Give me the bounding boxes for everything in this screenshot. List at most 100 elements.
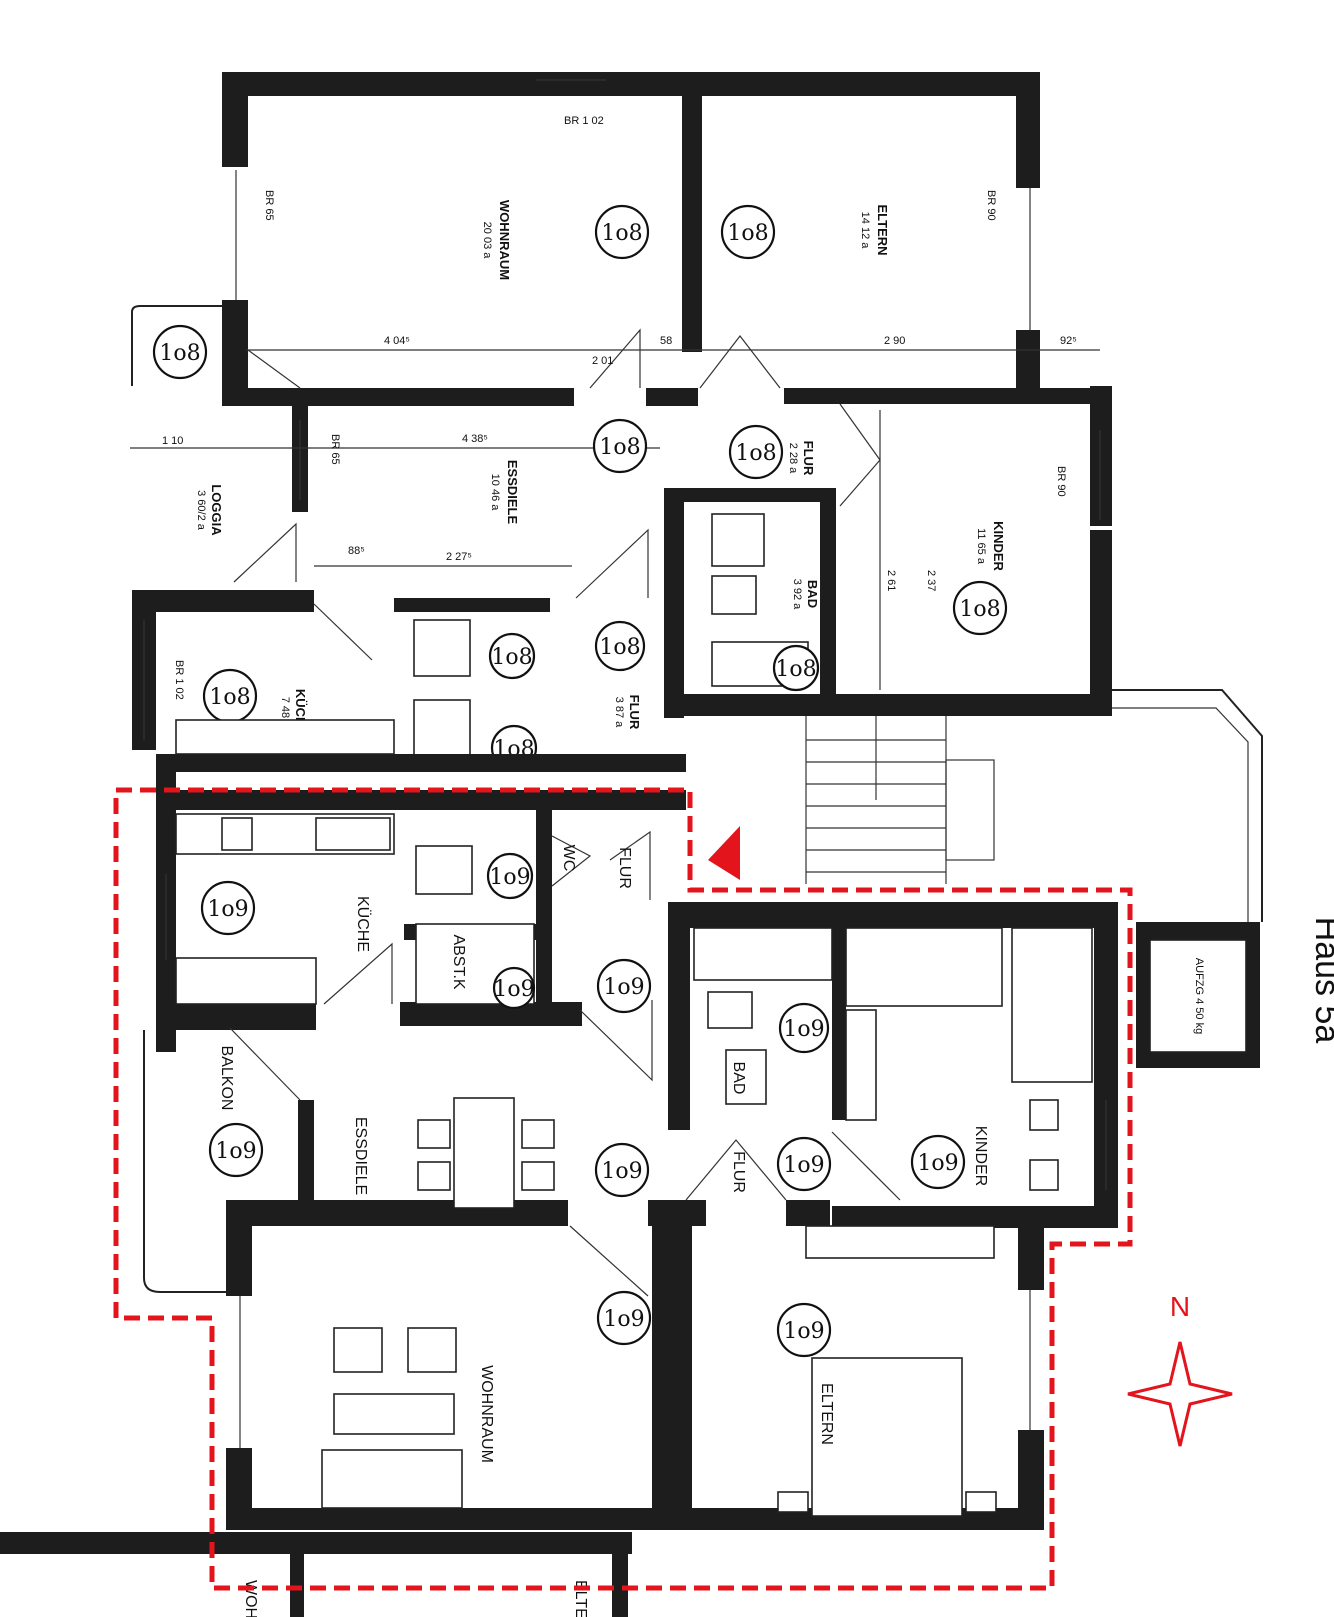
dimension-label: 4 38⁵ bbox=[462, 433, 488, 445]
unit-number-badge: 1o9 bbox=[596, 1290, 652, 1346]
nightstand bbox=[965, 1491, 997, 1513]
room-label: KÜCHE bbox=[354, 896, 372, 952]
room-area: 10 46 a bbox=[489, 474, 501, 512]
apartment-outline bbox=[113, 787, 1133, 1591]
room-label: FLUR bbox=[801, 441, 816, 476]
bath-fixture bbox=[725, 1049, 767, 1105]
window-label: BR 1 02 bbox=[173, 660, 185, 700]
unit-number-badge: 1o9 bbox=[200, 880, 256, 936]
basin bbox=[711, 575, 757, 615]
unit-number-badge: 1o8 bbox=[952, 580, 1008, 636]
bed bbox=[1011, 927, 1093, 1083]
unit-number-badge: 1o9 bbox=[208, 1122, 264, 1178]
room-label: BAD bbox=[730, 1062, 747, 1095]
window-label: BR 90 bbox=[1055, 466, 1067, 497]
door-swing bbox=[589, 328, 641, 389]
unit-number-badge: 1o8 bbox=[592, 418, 648, 474]
wall bbox=[222, 300, 248, 392]
dimension-label: 2 90 bbox=[884, 335, 905, 347]
abst-cabinet bbox=[415, 923, 535, 1005]
room-label: WC bbox=[560, 845, 577, 872]
unit-number-badge: 1o8 bbox=[720, 204, 776, 260]
room-label: WOHNRAUM bbox=[478, 1365, 495, 1463]
door-swing bbox=[323, 942, 393, 1005]
wc-upper bbox=[413, 619, 471, 677]
double-bed bbox=[811, 1357, 963, 1517]
door-swing bbox=[839, 403, 881, 507]
bathtub bbox=[711, 513, 765, 567]
wall bbox=[222, 72, 1040, 96]
stair-rail bbox=[1112, 707, 1249, 922]
wall bbox=[664, 694, 1112, 716]
unit-number-badge: 1o9 bbox=[492, 966, 536, 1010]
wc bbox=[415, 845, 473, 895]
wall bbox=[222, 388, 574, 406]
wall bbox=[1018, 1206, 1044, 1290]
svg-text:1o9: 1o9 bbox=[493, 977, 534, 1002]
armchair bbox=[333, 1327, 383, 1373]
sofa bbox=[321, 1449, 463, 1509]
dimension-label: 4 04⁵ bbox=[384, 335, 410, 347]
dimension-label: 1 10 bbox=[162, 435, 183, 447]
wall bbox=[832, 920, 846, 1120]
wall bbox=[536, 808, 552, 1026]
chair bbox=[417, 1161, 451, 1191]
wall bbox=[298, 1100, 314, 1200]
stair-rail bbox=[1112, 689, 1263, 922]
wall bbox=[682, 92, 702, 352]
unit-number-badge: 1o9 bbox=[776, 1136, 832, 1192]
svg-text:1o9: 1o9 bbox=[603, 1307, 644, 1332]
chair bbox=[1029, 1099, 1059, 1131]
door-swing bbox=[551, 835, 592, 887]
unit-number-badge: 1o8 bbox=[594, 204, 650, 260]
dimension-label: 92⁵ bbox=[1060, 335, 1077, 347]
wall bbox=[226, 1200, 568, 1226]
kitchen-counter bbox=[175, 719, 395, 755]
lower-unit: KÜCHE WC FLUR ABST.K BAD BALKON ESSDIELE… bbox=[0, 719, 1118, 1617]
chair bbox=[417, 1119, 451, 1149]
unit-number-badge: 1o9 bbox=[594, 1142, 650, 1198]
wall bbox=[1016, 72, 1040, 188]
door-swing bbox=[569, 1225, 649, 1297]
window-label: BR 65 bbox=[329, 434, 341, 465]
door-swing bbox=[247, 349, 301, 389]
unit-number-badge: 1o8 bbox=[728, 424, 784, 480]
unit-number-badge: 1o8 bbox=[772, 644, 820, 692]
room-area: 14 12 a bbox=[859, 212, 871, 250]
stairs bbox=[805, 716, 995, 884]
door-swing bbox=[609, 830, 651, 900]
bathtub bbox=[693, 927, 833, 981]
unit-number-badge: 1o9 bbox=[778, 1002, 830, 1054]
north-compass-icon: N bbox=[1127, 1291, 1233, 1447]
dimension-label: 2 37 bbox=[925, 570, 937, 591]
nightstand bbox=[777, 1491, 809, 1513]
room-label: ABST.K bbox=[450, 934, 467, 989]
svg-text:1o9: 1o9 bbox=[603, 975, 644, 1000]
wall bbox=[664, 488, 832, 502]
room-label: ESSDIELE bbox=[352, 1117, 369, 1195]
wall bbox=[222, 72, 248, 167]
unit-number-badge: 1o9 bbox=[486, 852, 534, 900]
wardrobe bbox=[805, 1225, 995, 1259]
balcony-rail bbox=[143, 1030, 226, 1293]
unit-number-badge: 1o8 bbox=[594, 620, 646, 672]
wall bbox=[820, 488, 836, 694]
svg-text:1o9: 1o9 bbox=[783, 1319, 824, 1344]
svg-text:1o9: 1o9 bbox=[783, 1153, 824, 1178]
room-area: 3 87 a bbox=[613, 697, 625, 728]
unit-number-badge: 1o8 bbox=[152, 324, 208, 380]
chair bbox=[521, 1119, 555, 1149]
door-swing bbox=[313, 603, 373, 661]
room-label: BAD bbox=[805, 580, 820, 608]
dining-table bbox=[453, 1097, 515, 1209]
wall bbox=[832, 1206, 1118, 1228]
wall bbox=[156, 754, 686, 772]
door-swing bbox=[699, 335, 781, 389]
wall bbox=[646, 388, 698, 406]
elevator-car bbox=[1149, 939, 1247, 1053]
door-swing bbox=[575, 528, 649, 599]
wall bbox=[652, 1226, 692, 1522]
wall bbox=[612, 1554, 628, 1617]
svg-text:1o8: 1o8 bbox=[959, 597, 1000, 622]
